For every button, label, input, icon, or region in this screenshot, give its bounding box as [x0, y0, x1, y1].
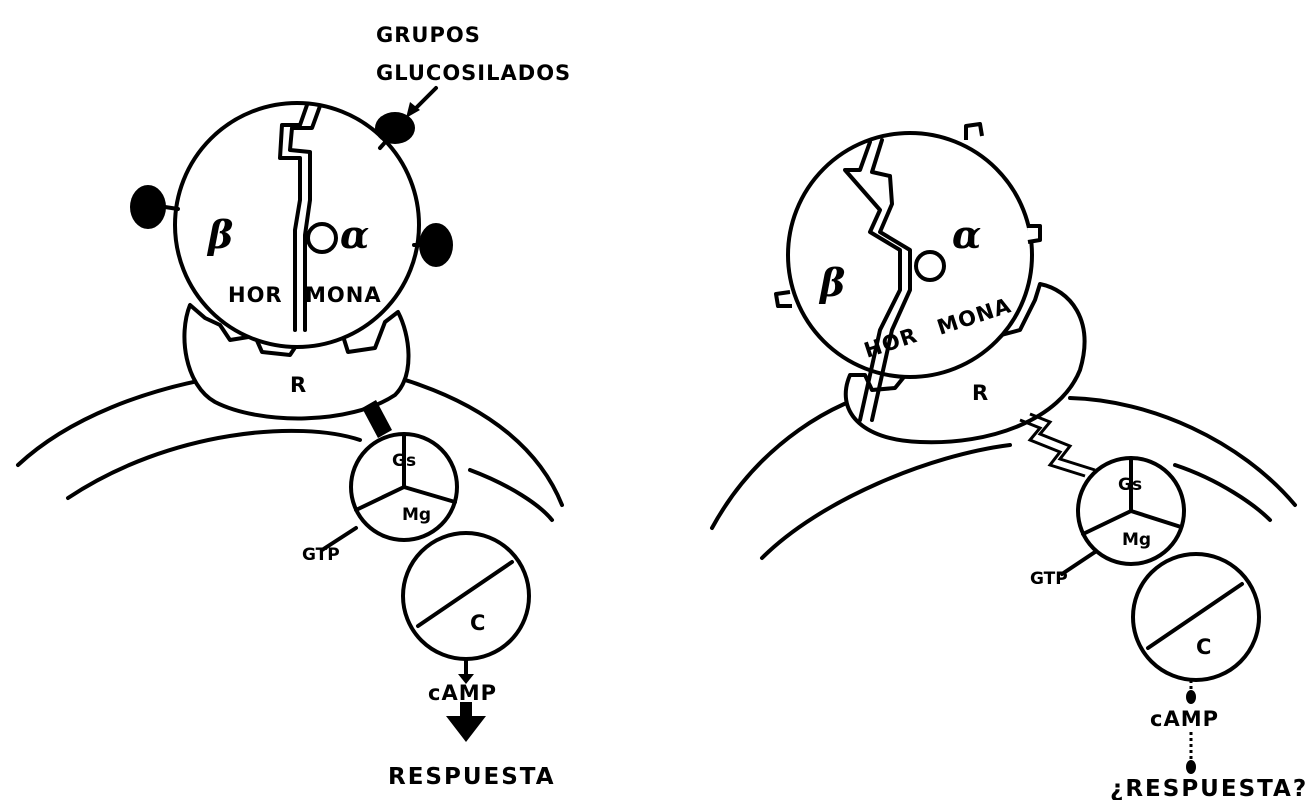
- right-camp-dot: [1186, 690, 1196, 704]
- right-response-label: ¿RESPUESTA?: [1110, 776, 1307, 800]
- right-gs-label: Gs: [1118, 475, 1142, 495]
- left-gtp-label: GTP: [302, 545, 340, 565]
- right-stub: [776, 292, 792, 306]
- right-alpha-pocket: [916, 252, 944, 280]
- left-coupling: [362, 400, 392, 438]
- right-stub: [966, 124, 982, 140]
- right-beta-label: β: [818, 260, 845, 305]
- left-response-arrowhead: [446, 716, 486, 742]
- glycosyl-blob: [375, 112, 415, 144]
- right-coupling: [1030, 414, 1095, 470]
- left-glyco-label-2: GLUCOSILADOS: [376, 61, 571, 85]
- right-mg-label: Mg: [1122, 530, 1151, 550]
- left-glyco-label-1: GRUPOS: [376, 23, 481, 47]
- left-alpha-pocket: [308, 224, 336, 252]
- right-receptor-label: R: [972, 381, 989, 405]
- right-cyclase-label: C: [1196, 635, 1212, 659]
- left-membrane-inner: [68, 431, 360, 498]
- left-cyclase: [403, 533, 529, 659]
- right-alpha-label: α: [952, 212, 981, 257]
- right-membrane-inner-2: [1175, 465, 1270, 520]
- left-cyclase-label: C: [470, 611, 486, 635]
- left-membrane-inner-2: [470, 470, 552, 520]
- left-hormone-left: HOR: [228, 283, 283, 307]
- left-response-label: RESPUESTA: [388, 764, 556, 790]
- right-panel: β α HOR MONA R Gs Mg GTP C cAMP ¿RESPUES…: [712, 124, 1307, 800]
- left-alpha-label: α: [340, 212, 369, 257]
- left-hormone-right: MONA: [305, 283, 382, 307]
- left-camp-label: cAMP: [428, 681, 497, 705]
- glycosyl-blob: [130, 185, 166, 229]
- right-camp-label: cAMP: [1150, 707, 1219, 731]
- right-coupling: [1020, 420, 1085, 476]
- left-beta-label: β: [206, 212, 233, 257]
- right-gtp-label: GTP: [1030, 569, 1068, 589]
- left-glyco-arrow: [414, 88, 436, 110]
- left-panel: GRUPOS GLUCOSILADOS β α HOR MONA R Gs Mg…: [18, 23, 571, 790]
- left-mg-label: Mg: [402, 505, 431, 525]
- right-membrane-inner: [762, 445, 1010, 558]
- right-response-dot: [1186, 760, 1196, 774]
- left-gs-label: Gs: [392, 451, 416, 471]
- left-receptor-label: R: [290, 373, 307, 397]
- glycosyl-stalk: [165, 207, 178, 209]
- glycosyl-blob: [419, 223, 453, 267]
- right-stub: [1027, 226, 1040, 242]
